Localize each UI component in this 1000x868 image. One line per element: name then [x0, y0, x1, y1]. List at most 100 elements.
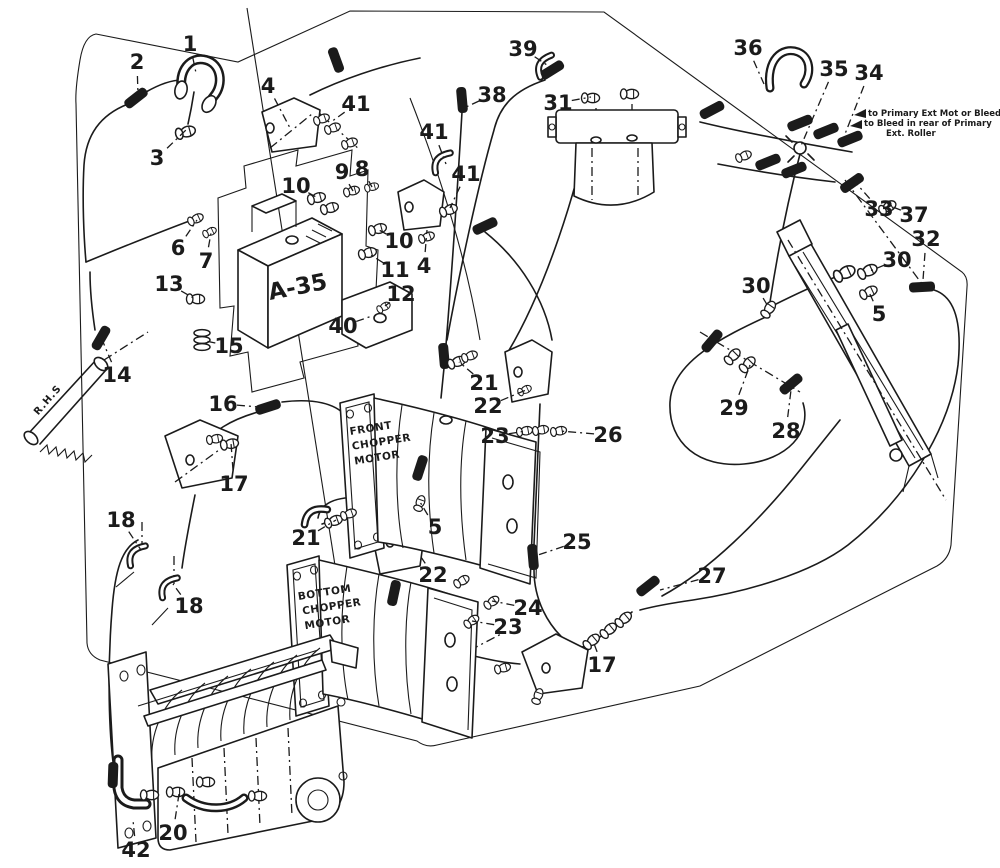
elbow-fitting [126, 542, 149, 570]
callout-1: 1 [183, 32, 198, 56]
callout-41: 41 [341, 92, 370, 116]
callout-4: 4 [417, 254, 432, 278]
union-fitting [185, 293, 206, 305]
leader-line-21 [317, 519, 337, 532]
leader-line-17 [230, 442, 234, 471]
callout-31: 31 [543, 91, 572, 115]
leader-line-3 [166, 129, 187, 149]
hose-end-fitting [755, 153, 781, 171]
callout-37: 37 [899, 203, 928, 227]
callout-38: 38 [477, 83, 506, 107]
callout-13: 13 [154, 272, 183, 296]
leader-line-23 [508, 430, 527, 435]
leader-line-18 [172, 583, 182, 596]
union-fitting [463, 614, 480, 629]
leader-line-41 [330, 111, 346, 123]
union-fitting [195, 776, 216, 788]
ring-stack-fitting [193, 328, 211, 352]
valve-block-a35: A-35 [217, 149, 413, 393]
union-fitting [174, 125, 197, 141]
hose-end-fitting [539, 60, 565, 80]
leader-line-5 [868, 291, 874, 302]
union-fitting [483, 595, 500, 610]
union-fitting [582, 633, 601, 651]
leader-line-7 [207, 232, 212, 248]
hose-end-fitting [91, 325, 111, 351]
union-fitting [599, 622, 618, 640]
union-fitting [342, 185, 361, 198]
leader-line-13 [180, 290, 196, 300]
union-fitting [219, 438, 240, 451]
callout-9: 9 [335, 160, 350, 184]
bottom-chopper-motor: BOTTOM CHOPPER MOTOR [286, 555, 479, 739]
leader-line-22 [420, 556, 426, 564]
callout-10: 10 [281, 174, 310, 198]
union-fitting [517, 384, 532, 397]
union-fitting [413, 495, 426, 512]
callout-16: 16 [208, 392, 237, 416]
union-fitting [340, 508, 357, 521]
callout-23: 23 [480, 424, 509, 448]
leader-line-16 [236, 404, 260, 408]
hose-end-fitting [255, 399, 281, 415]
leader-line-37 [889, 205, 902, 211]
hose-end-fitting [787, 114, 813, 132]
leader-line-24 [491, 600, 515, 606]
leader-line-14 [102, 341, 113, 363]
fittings [91, 47, 936, 802]
leader-line-32 [922, 252, 926, 281]
hose-end-fitting [412, 455, 428, 481]
hose-end-fitting [456, 86, 468, 114]
leader-line-27 [659, 579, 699, 591]
leader-line-25 [534, 545, 564, 557]
leader-line-31 [571, 96, 592, 102]
union-fitting [878, 200, 897, 216]
union-fitting [319, 202, 340, 216]
callout-14: 14 [102, 363, 131, 387]
callout-5: 5 [872, 302, 887, 326]
elbow-fitting [158, 574, 181, 602]
callout-10: 10 [384, 229, 413, 253]
leader-line-36 [753, 60, 765, 85]
hose-end-fitting [837, 130, 863, 148]
callout-41: 41 [451, 162, 480, 186]
elbow-fitting [431, 149, 454, 177]
callout-32: 32 [911, 227, 940, 251]
leader-line-22 [500, 389, 527, 402]
union-fitting [324, 122, 341, 135]
leader-line-38 [463, 100, 480, 109]
leader-line-17 [592, 640, 598, 653]
leader-line-34 [844, 85, 865, 135]
front-chopper-motor: FRONT CHOPPER MOTOR [339, 393, 541, 585]
hose-end-fitting [701, 329, 723, 353]
callout-7: 7 [199, 249, 214, 273]
callout-29: 29 [719, 396, 748, 420]
hose-end-fitting [813, 122, 839, 140]
callout-40: 40 [328, 314, 357, 338]
hose-end-fitting [699, 100, 725, 120]
leader-line-9 [348, 183, 354, 192]
hose-end-fitting [327, 47, 345, 73]
union-fitting [856, 263, 878, 281]
leader-line-33 [854, 181, 871, 199]
callout-20: 20 [158, 821, 187, 845]
union-fitting [202, 226, 217, 239]
union-fitting [832, 264, 856, 283]
leader-line-18 [128, 531, 142, 551]
leader-line-5 [419, 501, 429, 516]
callout-41: 41 [419, 120, 448, 144]
callout-34: 34 [854, 61, 883, 85]
callout-36: 36 [733, 36, 762, 60]
hose-end-fitting [840, 173, 864, 193]
callout-21: 21 [469, 371, 498, 395]
union-fitting [614, 611, 633, 629]
callout-30: 30 [741, 274, 770, 298]
elbow-fitting [535, 51, 555, 81]
union-fitting [247, 790, 268, 802]
union-fitting [453, 574, 470, 589]
leader-line-15 [205, 340, 216, 344]
oil-filter [547, 109, 687, 206]
callout-23: 23 [493, 615, 522, 639]
callout-27: 27 [697, 564, 726, 588]
